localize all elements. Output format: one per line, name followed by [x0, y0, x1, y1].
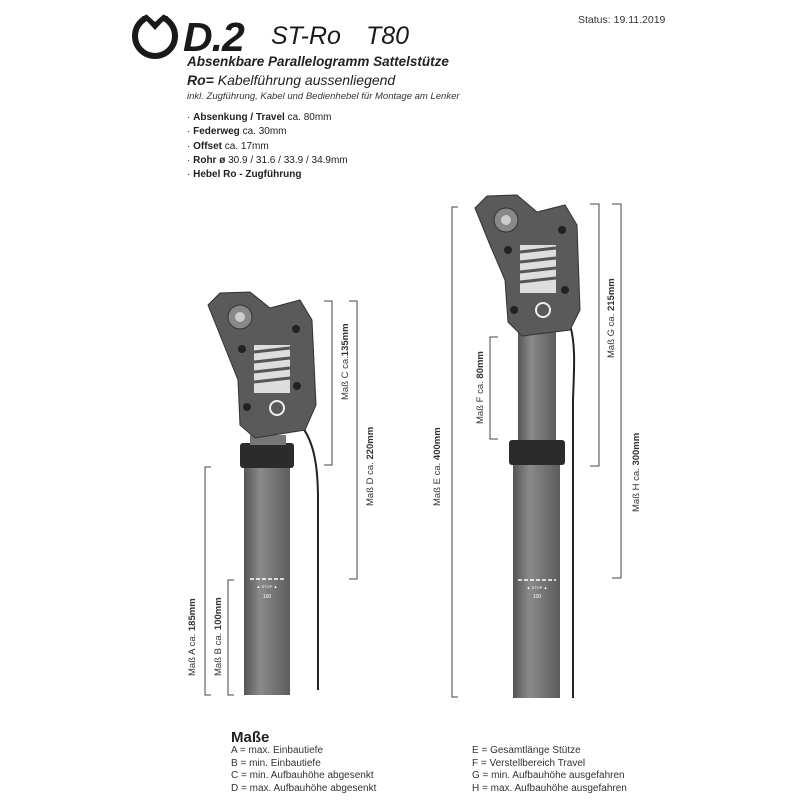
spec-label: Hebel Ro - Zugführung [193, 169, 302, 181]
spec-label: Federweg [193, 126, 240, 138]
ro-text: Kabelführung aussenliegend [213, 72, 396, 88]
bracket-F [489, 336, 498, 440]
legend-item: H = max. Aufbauhöhe ausgefahren [472, 782, 627, 794]
subtitle: Absenkbare Parallelogramm Sattelstütze [187, 54, 449, 69]
bracket-E [451, 206, 458, 698]
legend-right: E = Gesamtlänge Stütze F = Verstellberei… [472, 745, 627, 795]
spec-value: ca. 30mm [242, 126, 287, 138]
collar [509, 440, 565, 465]
insertion-marking: 100 [533, 594, 542, 600]
seatpost-extended: ▲ STOP ▲ 100 [474, 194, 581, 698]
spec-item: · Hebel Ro - Zugführung [187, 169, 302, 181]
spec-item: · Rohr ø 30.9 / 31.6 / 33.9 / 34.9mm [187, 154, 348, 166]
bracket-C [324, 300, 333, 466]
legend-item: B = min. Einbautiefe [231, 757, 321, 769]
dimension-H-label: Maß H ca. 300mm [631, 433, 642, 512]
dimension-G-label: Maß G ca. 215mm [606, 278, 617, 358]
brand-name: D.2 [183, 14, 245, 60]
spec-item: · Offset ca. 17mm [187, 140, 269, 152]
legend-item: F = Verstellbereich Travel [472, 757, 586, 769]
outer-tube [513, 464, 560, 698]
insertion-marking: 100 [263, 594, 272, 600]
model-name: ST-Ro [271, 22, 341, 50]
spec-item: · Federweg ca. 30mm [187, 126, 287, 138]
ro-prefix: Ro= [187, 72, 214, 88]
spec-label: Offset [193, 140, 223, 152]
spec-value: ca. 17mm [224, 140, 269, 152]
collar [240, 443, 294, 468]
legend-item: D = max. Aufbauhöhe abgesenkt [231, 782, 377, 794]
stop-marking: ▲ STOP ▲ [257, 584, 278, 589]
cable [302, 427, 319, 690]
included-note: inkl. Zugführung, Kabel und Bedienhebel … [187, 91, 460, 102]
legend-item: G = min. Aufbauhöhe ausgefahren [472, 770, 625, 781]
outer-tube [244, 468, 290, 695]
legend-item: C = min. Aufbauhöhe abgesenkt [231, 770, 374, 781]
inner-tube [518, 328, 556, 442]
dimension-brackets [204, 203, 622, 698]
legend-left: A = max. Einbautiefe B = min. Einbautief… [231, 745, 376, 795]
dimension-C-label: Maß C ca.135mm [340, 323, 351, 400]
spec-label: Absenkung / Travel [193, 112, 285, 123]
ro-description: Ro= Kabelführung aussenliegend [187, 72, 395, 88]
dimension-E-label: Maß E ca. 400mm [432, 427, 443, 506]
spec-label: Rohr ø [193, 154, 226, 166]
status-date: Status: 19.11.2019 [578, 14, 666, 26]
spec-value: ca. 80mm [287, 112, 332, 123]
bracket-D [349, 300, 358, 580]
bracket-G [590, 203, 600, 467]
stop-marking: ▲ STOP ▲ [527, 585, 548, 590]
spec-value: 30.9 / 31.6 / 33.9 / 34.9mm [228, 154, 348, 166]
seatpost-lowered: ▲ STOP ▲ 100 [207, 291, 319, 695]
dimension-D-label: Maß D ca. 220mm [365, 427, 376, 506]
spec-list: · Absenkung / Travel ca. 80mm · Federweg… [187, 111, 348, 182]
bracket-B [227, 579, 234, 696]
model-variant: T80 [366, 22, 410, 50]
spec-item: · Absenkung / Travel ca. 80mm [187, 112, 332, 123]
dimension-B-label: Maß B ca. 100mm [213, 597, 224, 676]
bracket-H [612, 203, 622, 579]
legend-title: Maße [231, 729, 270, 746]
dimension-A-label: Maß A ca. 185mm [187, 598, 198, 676]
legend-item: A = max. Einbautiefe [231, 745, 324, 756]
cable [569, 324, 576, 698]
dimension-F-label: Maß F ca. 80mm [475, 351, 486, 424]
legend-item: E = Gesamtlänge Stütze [472, 745, 581, 756]
bracket-A [204, 466, 211, 696]
brand-logo-icon [132, 12, 178, 59]
